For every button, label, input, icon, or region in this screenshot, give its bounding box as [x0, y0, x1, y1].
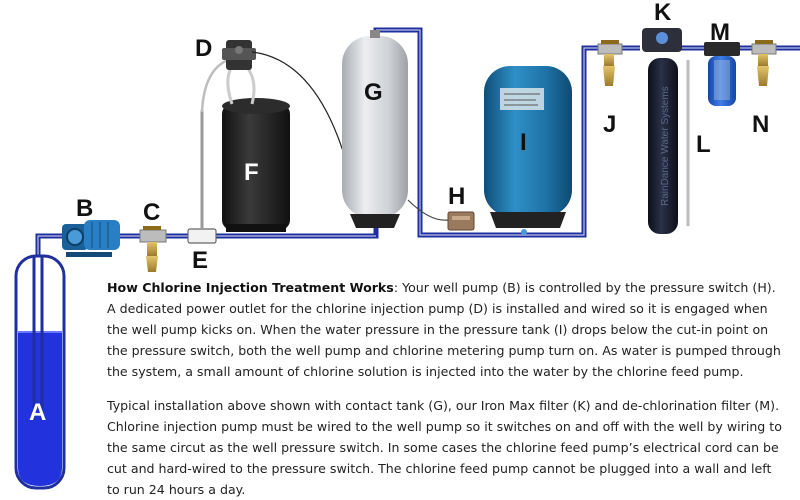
well-casing [14, 254, 66, 490]
description-title: How Chlorine Injection Treatment Works [107, 280, 394, 295]
label-g: G [364, 79, 383, 106]
label-d: D [195, 35, 212, 62]
iron-max-filter: RainDance Water Systems [642, 28, 690, 234]
chlorine-solution-tank [222, 98, 290, 232]
valve-n [751, 40, 777, 86]
label-e: E [192, 247, 208, 274]
pressure-tank [484, 66, 572, 235]
injection-tee [187, 110, 217, 244]
label-k: K [654, 0, 672, 26]
sample-valve-c [139, 226, 167, 272]
label-n: N [752, 111, 769, 138]
description-body-1: Your well pump (B) is controlled by the … [107, 280, 781, 379]
label-m: M [710, 19, 730, 46]
pressure-switch [447, 211, 475, 231]
contact-tank [342, 30, 449, 228]
description-paragraph-2: Typical installation above shown with co… [107, 398, 782, 497]
label-f: F [244, 159, 259, 186]
label-i: I [520, 129, 527, 156]
description-title-colon: : [393, 280, 399, 295]
label-h: H [448, 183, 465, 210]
label-l: L [696, 131, 711, 158]
label-a: A [29, 399, 46, 426]
well-pump [62, 220, 120, 257]
label-c: C [143, 199, 160, 226]
description-paragraph-1: How Chlorine Injection Treatment Works: … [107, 277, 787, 382]
filter-brand-text: RainDance Water Systems [660, 86, 671, 206]
label-b: B [76, 195, 93, 222]
de-chlorination-filter [704, 42, 740, 106]
label-j: J [603, 111, 616, 138]
valve-j [597, 40, 623, 86]
